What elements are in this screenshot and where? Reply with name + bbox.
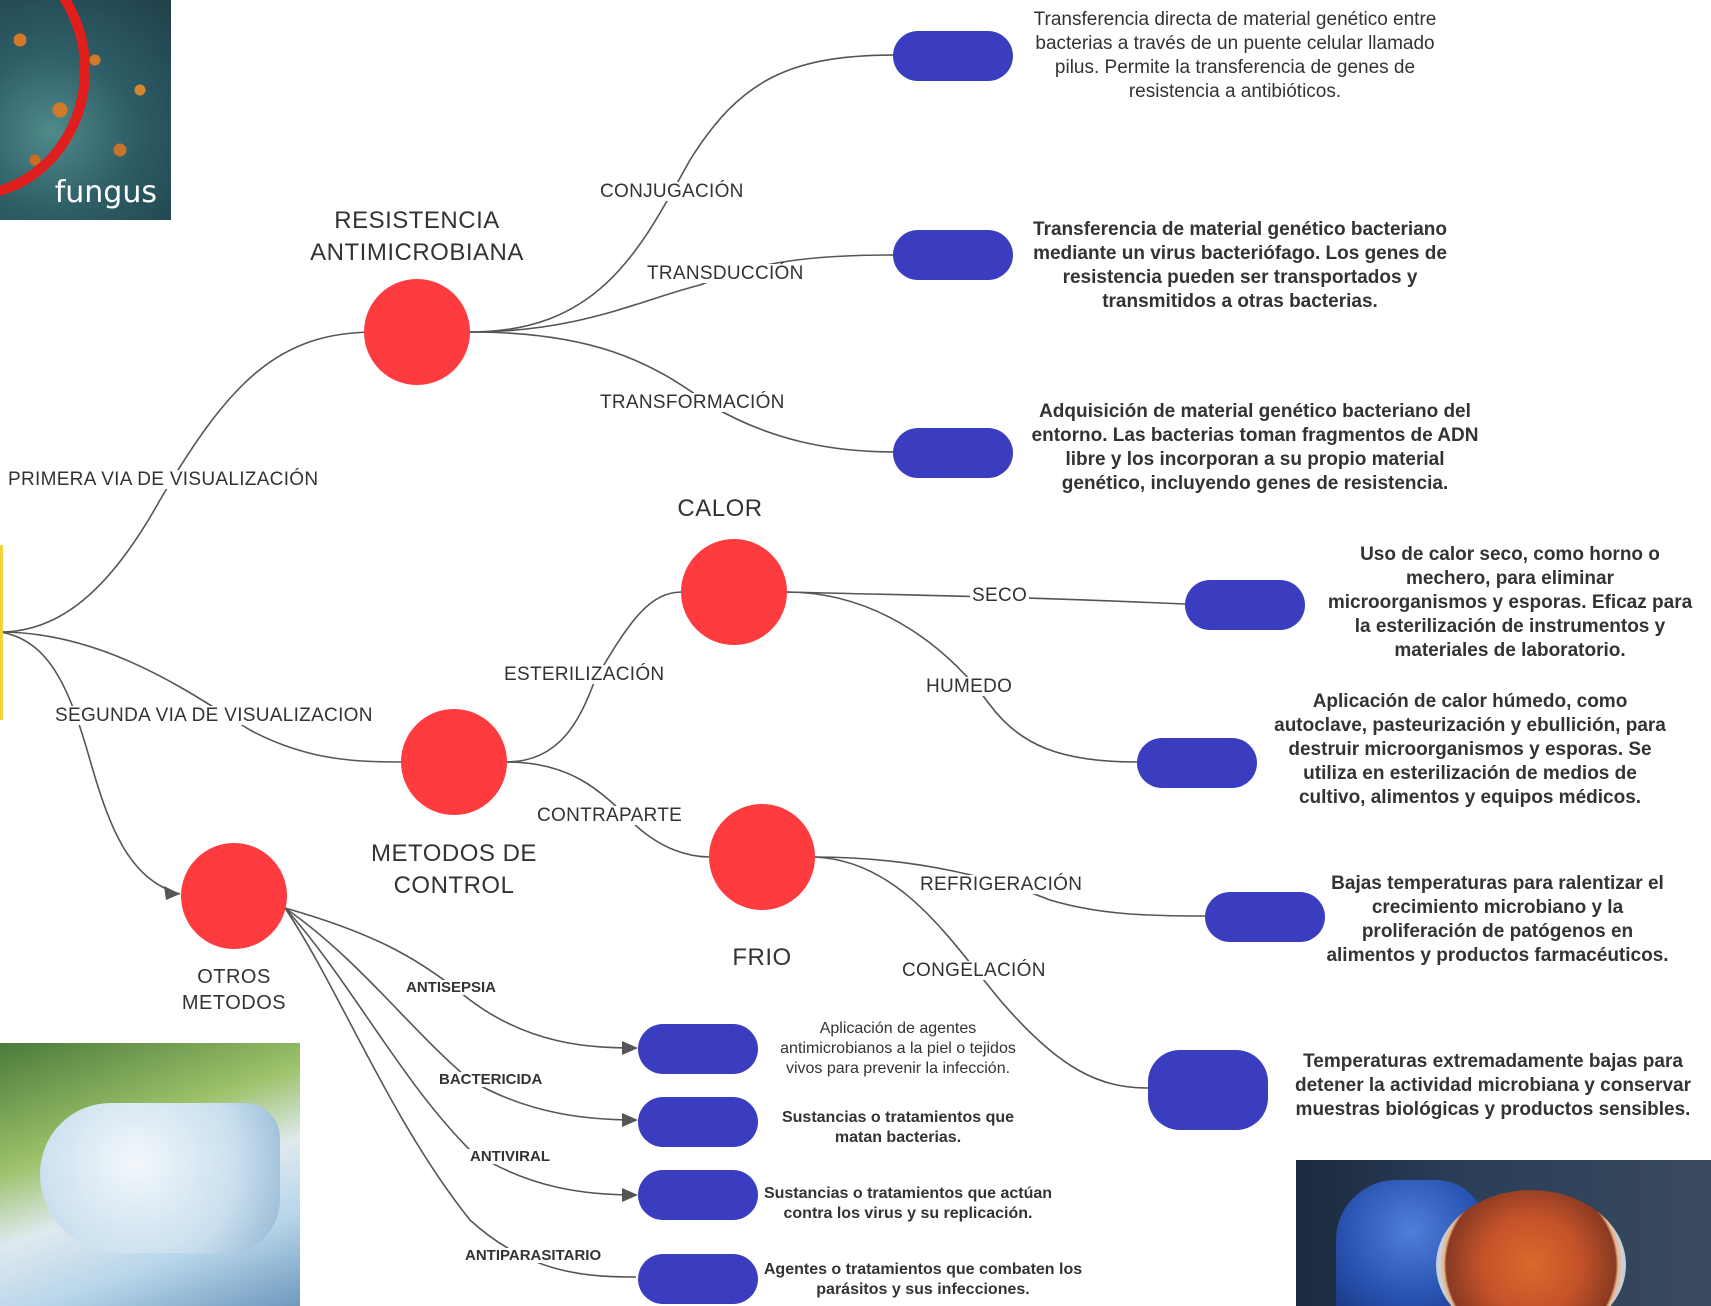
desc-antisepsia: Aplicación de agentes antimicrobianos a … (780, 1020, 1016, 1077)
edge-segunda (0, 631, 411, 763)
pill-humedo[interactable] (1137, 738, 1257, 788)
label-congelacion: CONGELACIÓN (900, 960, 1048, 981)
edge-refrigeracion (813, 856, 1206, 917)
edge-congelacion (813, 856, 1149, 1089)
culture-dish-shape (1436, 1190, 1626, 1306)
edge-conjugacion (469, 54, 896, 333)
desc-bactericida: Sustancias o tratamientos que matan bact… (781, 1109, 1015, 1146)
desc-humedo: Aplicación de calor húmedo, como autocla… (1274, 691, 1666, 808)
node-metodos[interactable] (401, 709, 507, 815)
desc-refrigeracion: Bajas temperaturas para ralentizar el cr… (1326, 873, 1669, 966)
desc-conjugacion: Transferencia directa de material genéti… (1033, 9, 1437, 102)
label-seco: SECO (970, 585, 1030, 606)
title-metodos: METODOS DE CONTROL (334, 838, 574, 902)
label-refrigeracion: REFRIGERACIÓN (918, 874, 1085, 895)
edge-antisepsia (284, 907, 637, 1049)
root-node-edge (0, 545, 3, 720)
desc-congelacion: Temperaturas extremadamente bajas para d… (1294, 1051, 1691, 1120)
pill-transformacion[interactable] (893, 428, 1013, 478)
arrowhead-otros (164, 886, 180, 900)
desc-transformacion: Adquisición de material genético bacteri… (1031, 401, 1479, 494)
petri-dish-photo (1296, 1160, 1711, 1306)
pill-conjugacion[interactable] (893, 31, 1013, 81)
desc-seco: Uso de calor seco, como horno o mechero,… (1327, 544, 1693, 661)
label-bactericida: BACTERICIDA (437, 1071, 545, 1088)
label-transduccion: TRANSDUCCIÓN (645, 263, 806, 284)
arrowhead-antiviral (622, 1188, 638, 1202)
edge-transduccion (469, 254, 896, 333)
edge-antiviral (284, 907, 637, 1196)
arrowhead-bactericida (622, 1113, 638, 1127)
pill-antisepsia[interactable] (638, 1024, 758, 1074)
title-otros-text: OTROS METODOS (181, 966, 287, 1014)
pill-bactericida[interactable] (638, 1097, 758, 1147)
arrowhead-antisepsia (622, 1041, 638, 1055)
label-conjugacion: CONJUGACIÓN (598, 181, 746, 202)
node-calor[interactable] (681, 539, 787, 645)
label-transformacion: TRANSFORMACIÓN (598, 392, 787, 413)
node-resistencia[interactable] (364, 279, 470, 385)
title-resistencia-text: RESISTENCIA ANTIMICROBIANA (310, 207, 524, 266)
node-frio[interactable] (709, 804, 815, 910)
desc-antiviral: Sustancias o tratamientos que actúan con… (763, 1185, 1053, 1222)
title-resistencia: RESISTENCIA ANTIMICROBIANA (287, 205, 547, 269)
node-otros[interactable] (181, 843, 287, 949)
desc-antiparasitario: Agentes o tratamientos que combaten los … (763, 1261, 1083, 1298)
edge-bactericida (284, 907, 637, 1121)
glove-shape (40, 1103, 280, 1253)
pill-refrigeracion[interactable] (1205, 892, 1325, 942)
label-contraparte: CONTRAPARTE (535, 805, 685, 826)
title-otros: OTROS METODOS (164, 964, 304, 1016)
label-humedo: HUMEDO (924, 676, 1015, 697)
fungus-caption: fungus (54, 175, 157, 210)
fungus-photo: fungus (0, 0, 171, 220)
label-antisepsia: ANTISEPSIA (404, 979, 499, 996)
pill-antiviral[interactable] (638, 1170, 758, 1220)
edge-primera (0, 331, 376, 633)
title-metodos-text: METODOS DE CONTROL (371, 840, 537, 899)
label-antiparasitario: ANTIPARASITARIO (463, 1247, 604, 1264)
title-calor: CALOR (677, 495, 763, 522)
pill-seco[interactable] (1185, 580, 1305, 630)
edge-otros (0, 631, 181, 895)
desc-transduccion: Transferencia de material genético bacte… (1033, 219, 1447, 312)
title-frio: FRIO (732, 944, 792, 971)
pill-antiparasitario[interactable] (638, 1254, 758, 1304)
edge-humedo (785, 591, 1138, 763)
label-primera: PRIMERA VIA DE VISUALIZACIÓN (6, 469, 321, 490)
pill-congelacion[interactable] (1148, 1050, 1268, 1130)
pill-transduccion[interactable] (893, 230, 1013, 280)
edge-seco (785, 591, 1186, 605)
label-antiviral: ANTIVIRAL (468, 1148, 552, 1165)
label-esterilizacion: ESTERILIZACIÓN (502, 664, 667, 685)
gloved-hand-photo (0, 1043, 300, 1306)
edge-antiparasitario (284, 907, 637, 1278)
label-segunda: SEGUNDA VIA DE VISUALIZACION (53, 705, 375, 726)
